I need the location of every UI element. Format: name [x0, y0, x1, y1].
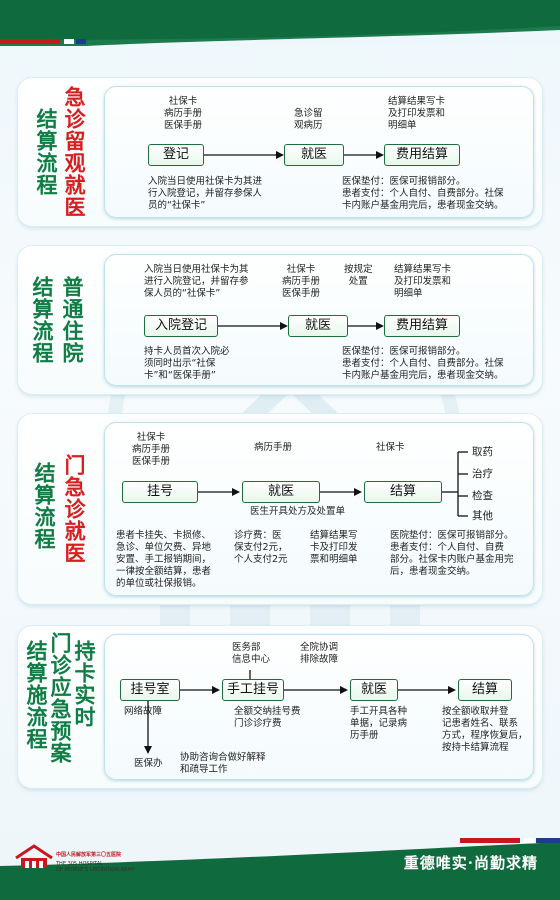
section1-bottom-left: 入院当日使用社保卡为其进 行入院登记，并留存参保人 员的“社保卡” — [148, 176, 263, 211]
settlement-plan-note: 按全额收取并登 记患者姓名、联系 方式，程序恢复后， 按持卡结算流程 — [442, 706, 528, 753]
outcome-medicine: 取药 — [472, 446, 493, 458]
section-outpatient-emergency: 结算流程 门急诊就医 社保卡 病历手册 医保手册 病历手册 社保卡 挂号 就医 … — [18, 414, 542, 604]
section4-top-note2: 全院协调 排除故障 — [300, 642, 339, 665]
outpatient-treatment-box: 就医 — [242, 481, 320, 503]
section3-mid-note: 医生开具处方及处置单 — [250, 506, 346, 517]
registration-office-box: 挂号室 — [120, 679, 180, 701]
section2-bottom-left: 持卡人员首次入院必 须同时出示“社保 卡”和“医保手册” — [144, 346, 230, 381]
section4-flow-panel: 医务部 信息中心 全院协调 排除故障 挂号室 手工挂号 就医 结算 网络故障 全… — [104, 634, 534, 780]
section1-flow-panel: 社保卡 病历手册 医保手册 急诊留 观病历 结算结果写卡 及打印发票和 明细单 … — [104, 86, 534, 218]
section3-bottom1: 患者卡挂失、卡损修、 急诊、单位欠费、异地 安置、手工报销期间， 一律按全额结算… — [116, 530, 212, 589]
section3-title-green: 结算流程 — [32, 462, 56, 550]
section1-title-red: 急诊留观就医 — [62, 86, 86, 218]
section-inpatient: 结算流程 普通住院 入院当日使用社保卡为其 进行入院登记，并留存参 保人员的“社… — [18, 246, 542, 394]
section2-title-b: 普通住院 — [60, 276, 84, 364]
section3-bottom2: 诊疗费：医 保支付2元， 个人支付2元 — [234, 530, 288, 565]
section4-title-col3: 持卡实时 — [72, 640, 96, 728]
inpatient-treatment-box: 就医 — [288, 315, 348, 337]
outcome-exam: 检查 — [472, 490, 493, 502]
section1-arrows — [202, 151, 384, 159]
section1-top-note2: 急诊留 观病历 — [294, 108, 323, 131]
bottom-decoration-band — [0, 838, 560, 900]
registration-box: 挂号 — [122, 481, 198, 503]
plan-settlement-box: 结算 — [458, 679, 512, 701]
section3-top-note3: 社保卡 — [376, 442, 405, 453]
section3-arrows — [198, 451, 468, 517]
section2-top-note3: 结算结果写卡 及打印发票和 明细单 — [394, 264, 452, 299]
section4-top-note1: 医务部 信息中心 — [232, 642, 271, 665]
help-consult-note: 协助咨询合做好解释 和疏导工作 — [180, 752, 266, 775]
section2-arrows — [218, 322, 384, 330]
section3-bottom3: 结算结果写 卡及打印发 票和明细单 — [310, 530, 358, 565]
logo-english-line2: OF PEOPLE'S LIBERATION ARMY — [56, 867, 135, 873]
section4-title-col2: 门诊应急预案 — [48, 632, 72, 764]
section4-arrows — [144, 670, 456, 754]
section2-top-left: 入院当日使用社保卡为其 进行入院登记，并留存参 保人员的“社保卡” — [144, 264, 249, 299]
manual-registration-box: 手工挂号 — [222, 679, 284, 701]
logo-english-line1: THE 305 HOSPITAL — [56, 861, 103, 867]
section2-title-a: 结算流程 — [30, 276, 54, 364]
section2-top-note1: 社保卡 病历手册 医保手册 — [282, 264, 321, 299]
outcome-therapy: 治疗 — [472, 468, 493, 480]
hospital-logo-icon — [15, 844, 53, 868]
section-card-emergency-plan: 结算施流程 门诊应急预案 持卡实时 医务部 信息中心 全院协调 排除故障 挂号室… — [18, 626, 542, 788]
section3-title-red: 门急诊就医 — [62, 454, 86, 564]
logo-english-name: THE 305 HOSPITAL OF PEOPLE'S LIBERATION … — [56, 861, 135, 873]
full-fee-note: 全额交纳挂号费 门诊诊疗费 — [234, 706, 301, 729]
section3-bottom4: 医院垫付：医保可报销部分。 患者支付：个人自付、自费 部分。社保卡内账户基金用完… — [390, 530, 514, 577]
hospital-motto: 重德唯实·尚勤求精 — [403, 854, 538, 872]
top-decoration-band — [0, 0, 560, 46]
section1-title-green: 结算流程 — [34, 108, 58, 196]
outpatient-settlement-box: 结算 — [364, 481, 442, 503]
section4-title-col1: 结算施流程 — [24, 640, 48, 750]
section2-bottom-right: 医保垫付：医保可报销部分。 患者支付：个人自付、自费部分。社保 卡内账户基金用完… — [342, 346, 504, 381]
section2-top-note2: 按规定 处置 — [344, 264, 373, 287]
section3-top-note1: 社保卡 病历手册 医保手册 — [132, 432, 171, 467]
insurance-office-note: 医保办 — [134, 758, 163, 769]
section3-flow-panel: 社保卡 病历手册 医保手册 病历手册 社保卡 挂号 就医 结算 取药 治疗 检查… — [104, 422, 534, 596]
section-emergency-observation: 急诊留观就医 结算流程 社保卡 病历手册 医保手册 急诊留 观病历 结算结果写卡… — [18, 78, 542, 226]
manual-documents-note: 手工开具各种 单据，记录病 历手册 — [350, 706, 408, 741]
logo-chinese-name: 中国人民解放军第三〇五医院 — [56, 852, 122, 858]
treatment-step-box: 就医 — [284, 144, 344, 166]
plan-treatment-box: 就医 — [350, 679, 398, 701]
network-fault-note: 网络故障 — [124, 706, 163, 717]
fee-settlement-box: 费用结算 — [384, 144, 460, 166]
section3-top-note2: 病历手册 — [254, 442, 293, 453]
admission-register-box: 入院登记 — [144, 315, 218, 337]
section1-top-note3: 结算结果写卡 及打印发票和 明细单 — [388, 96, 446, 131]
section1-bottom-right: 医保垫付：医保可报销部分。 患者支付：个人自付、自费部分。社保 卡内账户基金用完… — [342, 176, 504, 211]
section1-top-note1: 社保卡 病历手册 医保手册 — [164, 96, 203, 131]
outcome-other: 其他 — [472, 510, 493, 522]
register-step-box: 登记 — [148, 144, 204, 166]
inpatient-fee-settlement-box: 费用结算 — [384, 315, 460, 337]
section2-flow-panel: 入院当日使用社保卡为其 进行入院登记，并留存参 保人员的“社保卡” 社保卡 病历… — [104, 254, 534, 386]
